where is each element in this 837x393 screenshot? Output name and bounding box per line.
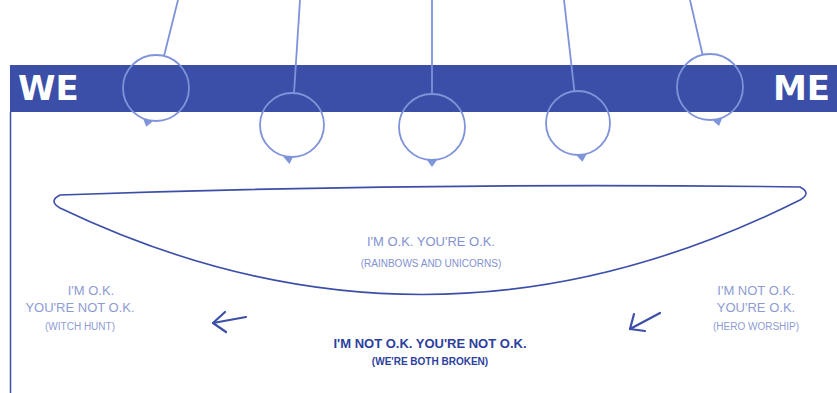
pendulum-string [564,0,574,91]
pendulums [123,0,743,160]
pendulum-bob [677,54,743,120]
pointer [143,119,153,127]
band-fill [10,65,837,112]
pendulum-string [294,0,300,93]
pendulum-string [690,0,703,55]
position-label: I'M NOT O.K. YOU'RE NOT O.K. [270,336,590,353]
arrow-head [213,312,226,332]
frame-line [10,112,12,393]
swing-arrows [213,312,660,332]
pendulum-bob [260,93,324,157]
position-note: (WITCH HUNT) [23,320,137,333]
pendulum-bob [399,94,465,160]
pointer [713,118,723,126]
okay-bowl: I'M O.K. YOU'RE O.K. (RAINBOWS AND UNICOR… [48,176,814,300]
bowl-note: (RAINBOWS AND UNICORNS) [48,258,814,269]
pendulum-bob [123,55,189,121]
pendulum-string [164,0,178,56]
arrow-head [630,314,645,331]
position-label: I'M NOT O.K. YOU'RE O.K. [706,283,806,317]
pendulum-bob [546,91,610,155]
pointer [577,154,587,162]
pointer [427,160,437,167]
position-note: (WE'RE BOTH BROKEN) [270,355,590,368]
band-heading: WE [18,65,79,112]
position-note: (HERO WORSHIP) [706,320,806,333]
position-label: I'M O.K. YOU'RE NOT O.K. [23,283,137,317]
pendulum-pointers [143,118,722,167]
pendulum-string [431,0,433,94]
bowl-heading: I'M O.K. YOU'RE O.K. [48,234,814,249]
band-heading: ME [773,65,830,112]
pointer [283,157,293,164]
we-me-band: WE ME [10,65,837,112]
